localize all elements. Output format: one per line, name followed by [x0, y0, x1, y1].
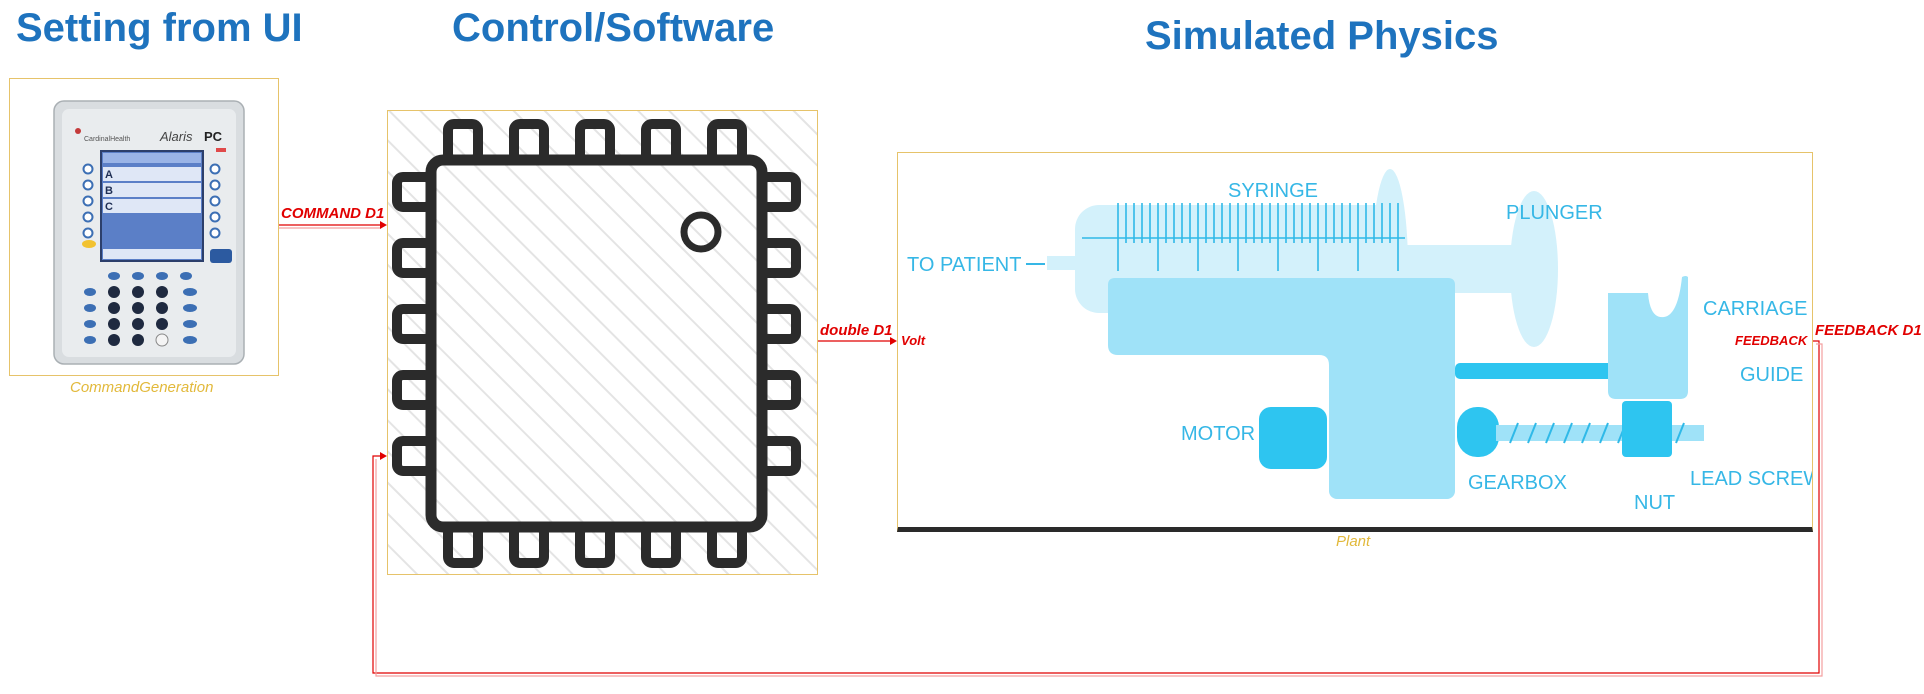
pump-screen-footer [103, 249, 201, 259]
label-carriage: CARRIAGE [1703, 298, 1807, 320]
label-plunger: PLUNGER [1506, 202, 1603, 224]
pump-soft-keys[interactable] [108, 272, 192, 280]
signal-label-feedback: FEEDBACK D1 [1815, 322, 1922, 339]
feedback-arrow [380, 452, 387, 460]
pump-screen-row-c [103, 199, 201, 213]
pump-left-buttons[interactable] [82, 163, 94, 239]
label-to-patient: TO PATIENT [907, 254, 1021, 276]
pump-logo-badge [210, 249, 232, 263]
port-label-feedback: FEEDBACK [1735, 333, 1808, 348]
port-label-volt: Volt [901, 333, 926, 348]
plunger-thumb [1510, 191, 1558, 347]
label-motor: MOTOR [1181, 423, 1255, 445]
syringe-tip [1047, 256, 1077, 270]
command-generation-block[interactable]: CardinalHealth Alaris PC A B C [9, 78, 279, 376]
pump-right-buttons[interactable] [209, 163, 221, 239]
heading-simulated-physics: Simulated Physics [1145, 14, 1499, 58]
infusion-pump-image: CardinalHealth Alaris PC A B C [53, 100, 245, 365]
heading-setting-from-ui: Setting from UI [16, 6, 303, 50]
label-syringe: SYRINGE [1228, 180, 1318, 202]
pump-screen-row-a [103, 167, 201, 181]
pump-channel-a: A [105, 169, 113, 181]
carriage [1608, 276, 1688, 399]
pump-screen-row-b [103, 183, 201, 197]
signal-label-command: COMMAND D1 [281, 205, 385, 222]
brand-logo-icon [75, 128, 81, 134]
syringe-graduations [1082, 203, 1405, 271]
label-gearbox: GEARBOX [1468, 472, 1567, 494]
pump-model-text: Alaris [159, 129, 193, 144]
pump-side-keys[interactable] [84, 288, 197, 344]
pump-keypad[interactable] [108, 286, 169, 347]
gearbox [1457, 407, 1499, 457]
pump-channel-b: B [105, 185, 113, 197]
pump-screen-header [103, 153, 201, 163]
chip-body [425, 154, 768, 533]
feedback-wire-shadow [375, 343, 1823, 677]
feedback-wire [372, 340, 1820, 674]
chip-dot [680, 211, 722, 253]
plant-block[interactable]: SYRINGE PLUNGER TO PATIENT CARRIAGE GUID… [897, 152, 1813, 532]
signal-label-double: double D1 [820, 322, 893, 339]
controller-block[interactable] [387, 110, 818, 575]
heading-control-software: Control/Software [452, 6, 775, 50]
label-lead-screw: LEAD SCREW [1690, 468, 1813, 490]
plant-label: Plant [1336, 533, 1371, 550]
command-arrow [380, 221, 387, 229]
motor [1259, 407, 1327, 469]
command-generation-label: CommandGeneration [70, 379, 214, 396]
nut [1622, 401, 1672, 457]
syringe-pump-diagram: SYRINGE PLUNGER TO PATIENT CARRIAGE GUID… [907, 169, 1813, 514]
pump-brand-text: CardinalHealth [84, 136, 130, 143]
pump-channel-c: C [105, 201, 113, 213]
label-nut: NUT [1634, 492, 1675, 514]
pump-lower-body [1329, 359, 1455, 499]
volt-arrow [890, 337, 897, 345]
microchip-icon [388, 111, 817, 574]
label-guide: GUIDE [1740, 364, 1803, 386]
pump-model-suffix: PC [204, 129, 223, 144]
pump-alarm-led [216, 148, 226, 152]
pump-yellow-button[interactable] [82, 240, 96, 248]
